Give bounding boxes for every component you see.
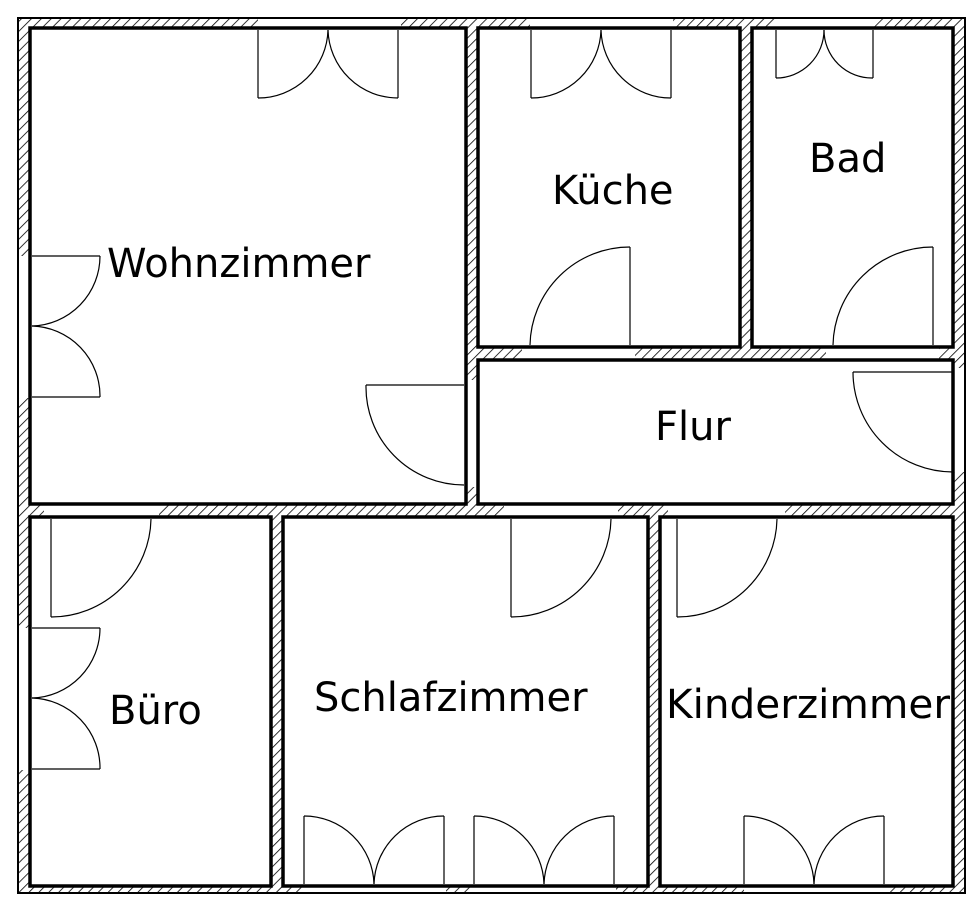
room-label-kueche: Küche (552, 168, 674, 214)
room-label-buero: Büro (109, 688, 202, 734)
room-label-flur: Flur (655, 404, 731, 450)
room-label-schlafzimmer: Schlafzimmer (314, 675, 588, 721)
walls (17, 17, 966, 894)
double-door-kueche-top (530, 29, 672, 99)
room-label-kinderzimmer: Kinderzimmer (666, 682, 951, 728)
door-kueche-flur (529, 246, 631, 346)
room-label-bad: Bad (809, 136, 886, 182)
door-flur-entrance (852, 371, 954, 473)
door-buero-top (50, 518, 152, 618)
double-door-schlafzimmer-bottom-2 (473, 815, 615, 885)
door-wohnzimmer-flur (365, 384, 465, 486)
room-labels: Wohnzimmer Küche Bad Flur Büro Schlafzim… (107, 136, 951, 734)
door-schlafzimmer-top (510, 518, 612, 618)
double-door-wohnzimmer-left (31, 255, 101, 398)
double-door-buero-left (31, 627, 101, 770)
door-swings (31, 29, 954, 885)
room-label-wohnzimmer: Wohnzimmer (107, 241, 371, 287)
door-kinderzimmer-top (676, 518, 778, 618)
door-bad-flur (832, 246, 934, 346)
double-door-schlafzimmer-bottom-1 (303, 815, 445, 885)
double-door-kinderzimmer-bottom (743, 815, 885, 885)
double-door-wohnzimmer-top (257, 29, 399, 99)
double-door-bad-top (775, 29, 874, 79)
